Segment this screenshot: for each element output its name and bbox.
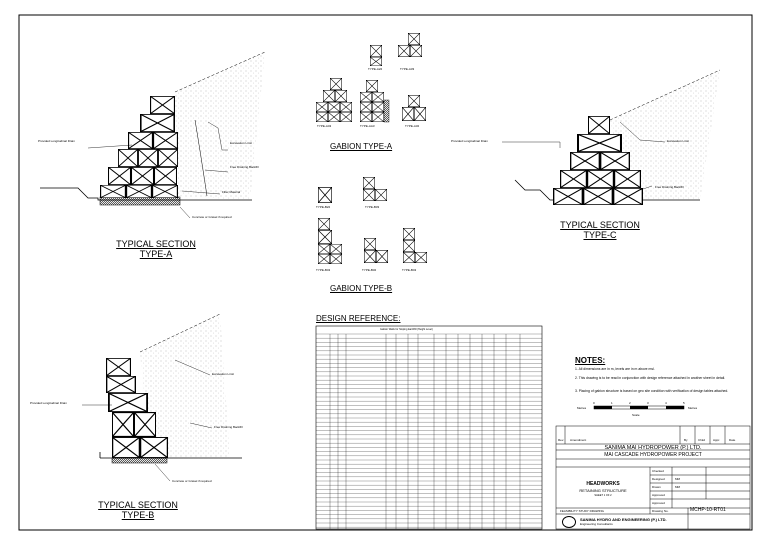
callout-b-backfill: Free Draining Backfill [214, 425, 243, 429]
drawing-no-label: Drawing No. [652, 509, 669, 513]
scale-tick: 0 [593, 401, 595, 405]
role-label: Approved [652, 493, 665, 497]
company-name: SANIMA MAI HYDROPOWER (P.) LTD. [604, 445, 702, 451]
type-label: TYPE-A43 [317, 124, 332, 128]
sheet-number: SHEET 1 OF 2 [594, 494, 612, 497]
gabion-type-b-drawings [318, 177, 427, 264]
callout-a-drain: Provided Longitudinal Drain [38, 139, 75, 143]
type-label: TYPE-A22 [368, 67, 383, 71]
section-b-drawing [82, 313, 242, 482]
design-reference-table [315, 325, 543, 530]
scale-unit-right: Metres [688, 406, 698, 410]
callout-b-excavation: Excavation Limit [212, 372, 234, 376]
section-b-title: TYPICAL SECTION [98, 500, 178, 510]
drawing-title: HEADWORKS [586, 481, 620, 487]
date-label: Date [729, 438, 736, 442]
section-a-subtitle: TYPE-A [139, 249, 173, 259]
note-item: 3. Placing of gabion structure is based … [575, 389, 729, 393]
consultant-logo-icon [562, 516, 576, 528]
role-name: MM [675, 477, 680, 481]
consultant-subtitle: Engineering Consultants [580, 522, 613, 526]
consultant-name: SANIMA HYDRO AND ENGINEERING (P.) LTD. [580, 517, 667, 522]
role-label: Checked [652, 469, 664, 473]
section-c-subtitle: TYPE-C [583, 230, 617, 240]
section-b-subtitle: TYPE-B [121, 510, 155, 520]
role-name: MM [675, 485, 680, 489]
callout-b-concrete: Concrete or Gravel if required [172, 479, 212, 483]
section-c-drawing [502, 69, 721, 205]
scale-tick: 5 [683, 401, 685, 405]
scale-label: Scale [632, 413, 640, 417]
callout-a-excavation: Excavation Limit [230, 141, 252, 145]
section-a-title: TYPICAL SECTION [116, 239, 196, 249]
title-block-frame [555, 425, 751, 530]
role-label: Designed [652, 477, 665, 481]
type-label: TYPE-A32 [405, 124, 420, 128]
checked-label: Chkd [698, 438, 706, 442]
type-label: TYPE-B33 [365, 205, 380, 209]
rev-label: Rev. [558, 438, 564, 442]
type-label: TYPE-B43 [402, 268, 417, 272]
callout-a-filter: Filter Material [222, 190, 241, 194]
by-label: By [684, 438, 688, 442]
feasibility-label: FEASIBILITY STUDY DRAWING [560, 509, 604, 513]
role-label: Drawn [652, 485, 661, 489]
design-reference-title: DESIGN REFERENCE: [316, 314, 401, 323]
callout-c-drain: Provided Longitudinal Drain [451, 139, 488, 143]
type-label: TYPE-B43 [316, 268, 331, 272]
gabion-b-title: GABION TYPE-B [330, 284, 393, 293]
gabion-a-title: GABION TYPE-A [330, 142, 393, 151]
scale-tick: 4 [665, 401, 667, 405]
type-label: TYPE-B32 [362, 268, 377, 272]
type-label: TYPE-A33 [400, 67, 415, 71]
callout-a-concrete: Concrete or Gravel if required [192, 215, 232, 219]
design-table-title: Gabion Walls for Sloping Earthfill (Heig… [380, 328, 433, 331]
approved-label: Appr. [713, 438, 721, 442]
drawing-subtitle: RETAINING STRUCTURE [579, 488, 627, 493]
role-label: Approved [652, 501, 665, 505]
type-label: TYPE-AA3 [360, 124, 375, 128]
section-c-title: TYPICAL SECTION [560, 220, 640, 230]
project-name: MAI CASCADE HYDROPOWER PROJECT [604, 452, 702, 458]
callout-c-backfill: Free Draining Backfill [655, 185, 684, 189]
note-item: 2. This drawing is to be read in conjunc… [575, 376, 726, 380]
amendment-label: Amendment [570, 438, 587, 442]
scale-tick: 2 [629, 401, 631, 405]
note-item: 1. All dimensions are in m, levels are i… [575, 367, 655, 371]
gabion-type-a-drawings [316, 33, 426, 123]
section-a-drawing [40, 51, 266, 219]
scale-unit-left: Metres [577, 406, 587, 410]
callout-b-drain: Provided Longitudinal Drain [30, 401, 67, 405]
notes-title: NOTES: [575, 356, 606, 365]
scale-tick: 3 [647, 401, 649, 405]
drawing-number: MCHP-10-RT01 [690, 507, 726, 513]
scale-bar [593, 405, 685, 410]
type-label: TYPE-B22 [316, 205, 331, 209]
callout-c-excavation: Excavation Limit [667, 139, 689, 143]
sheet-border [18, 14, 753, 531]
callout-a-backfill: Free Draining Backfill [230, 165, 259, 169]
scale-tick: 1 [611, 401, 613, 405]
